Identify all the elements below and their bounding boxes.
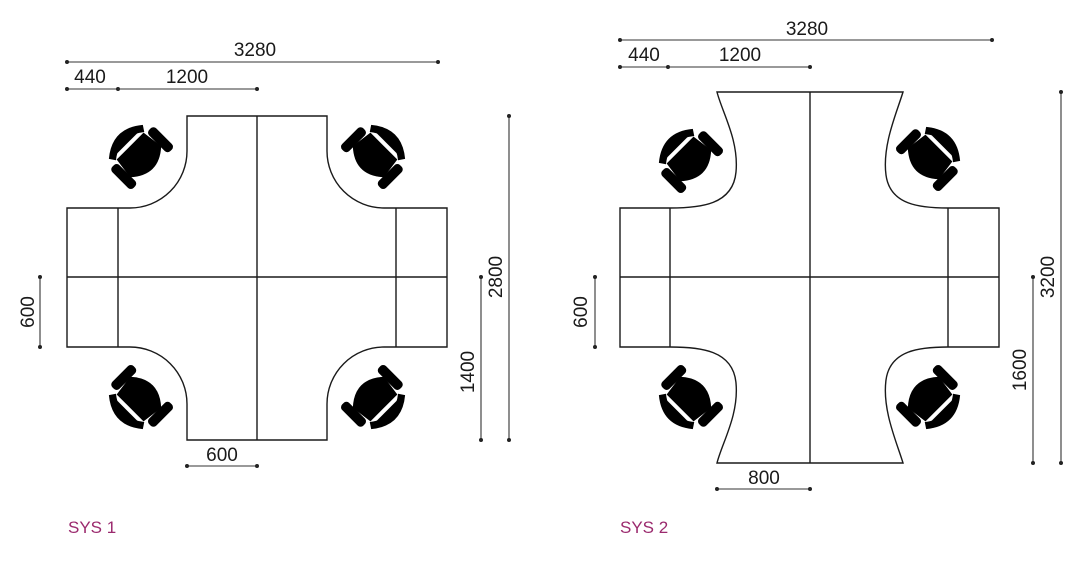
dimension-total-width: 3280 (618, 19, 994, 42)
svg-text:3200: 3200 (1038, 256, 1059, 298)
dimension-return-width: 440 (618, 45, 670, 69)
svg-text:1600: 1600 (1010, 349, 1031, 391)
svg-text:440: 440 (628, 45, 660, 66)
office-chair-icon (894, 363, 973, 442)
svg-text:600: 600 (206, 445, 238, 466)
office-chair-icon (339, 112, 418, 191)
system-2: 3280 440 1200 800 600 1600 3200 SYS 2 (571, 19, 1063, 537)
dimension-total-length: 2800 (486, 114, 511, 442)
system-1: 3280 440 1200 600 600 1400 2800 SYS 1 (18, 40, 511, 537)
office-chair-icon (646, 363, 725, 442)
svg-text:1200: 1200 (166, 67, 208, 88)
svg-text:2800: 2800 (486, 256, 507, 298)
dimension-desk-depth: 600 (185, 445, 259, 468)
svg-text:600: 600 (571, 296, 592, 328)
svg-text:1200: 1200 (719, 45, 761, 66)
dimension-desk-width: 1200 (118, 67, 259, 91)
svg-text:800: 800 (748, 468, 780, 489)
dimension-total-length: 3200 (1038, 90, 1063, 465)
office-chair-icon (96, 112, 175, 191)
desk-cluster-outline (66, 115, 448, 441)
system-label: SYS 1 (68, 518, 116, 537)
dimension-half-length: 1400 (458, 275, 483, 442)
dimension-return-width: 440 (65, 67, 120, 91)
svg-text:3280: 3280 (786, 19, 828, 40)
office-chair-icon (894, 114, 973, 193)
svg-text:440: 440 (74, 67, 106, 88)
system-label: SYS 2 (620, 518, 668, 537)
svg-text:600: 600 (18, 296, 39, 328)
dimension-return-depth: 600 (571, 275, 597, 349)
dimension-desk-width: 1200 (668, 45, 812, 69)
office-chair-icon (646, 116, 725, 195)
office-chair-icon (96, 363, 175, 442)
desk-cluster-outline (619, 91, 1000, 464)
svg-text:1400: 1400 (458, 351, 479, 393)
dimension-total-width: 3280 (65, 40, 440, 64)
svg-text:3280: 3280 (234, 40, 276, 61)
office-chair-icon (339, 363, 418, 442)
dimension-desk-depth: 800 (715, 468, 812, 491)
dimension-return-depth: 600 (18, 275, 42, 349)
dimension-half-length: 1600 (1010, 275, 1035, 465)
